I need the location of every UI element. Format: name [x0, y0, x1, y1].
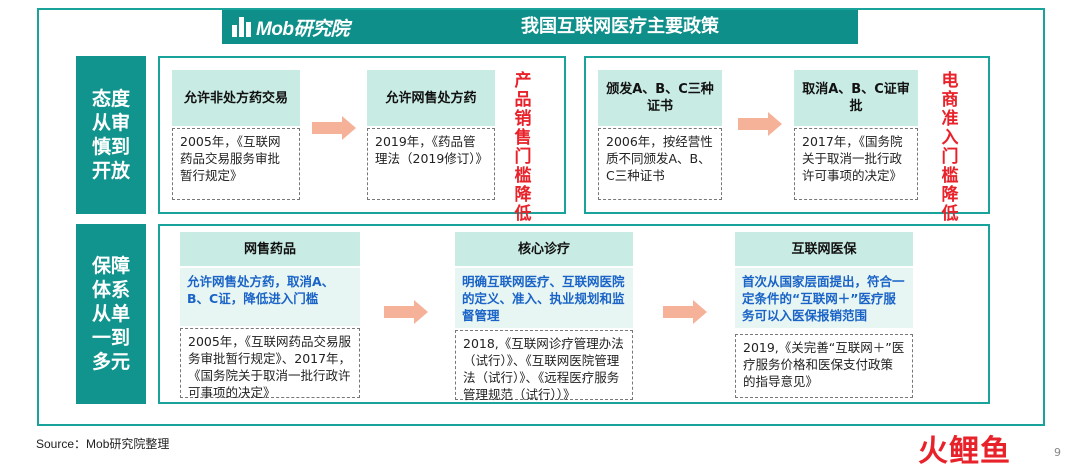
card-text-online-drugs: 2005年，《互联网药品交易服务审批暂行规定》、2017年，《国务院关于取消一批… [180, 328, 360, 400]
page-number: 9 [1054, 446, 1061, 459]
arrow-right-icon [384, 300, 428, 324]
card-text-rx: 2019年，《药品管理法（2019修订）》 [367, 128, 495, 200]
mob-logo: Mob研究院 [232, 14, 350, 40]
arrow-right-icon [738, 112, 782, 136]
side-note-product: 产品销售门槛降低 [514, 71, 532, 224]
card-title-abc-cert: 颁发A、B、C三种证书 [598, 70, 722, 126]
card-title-otc: 允许非处方药交易 [172, 70, 300, 126]
card-text-otc: 2005年，《互联网药品交易服务审批暂行规定》 [172, 128, 300, 200]
card-text-abc-cert: 2006年，按经营性质不同颁发A、B、C三种证书 [598, 128, 722, 200]
card-title-core-diagnosis: 核心诊疗 [455, 232, 633, 266]
card-text-internet-insurance: 2019,《关完善“互联网＋”医疗服务价格和医保支付政策的指导意见》 [735, 334, 913, 398]
arrow-right-icon [663, 300, 707, 324]
header-bar [222, 10, 858, 44]
card-highlight-core-diagnosis: 明确互联网医疗、互联网医院的定义、准入、执业规划和监督管理 [455, 268, 633, 328]
card-title-cancel-abc: 取消A、B、C证审批 [794, 70, 918, 126]
brand-watermark: 火鲤鱼 [918, 434, 1011, 469]
source-note: Source：Mob研究院整理 [36, 437, 170, 451]
card-highlight-online-drugs: 允许网售处方药，取消A、B、C证，降低进入门槛 [180, 268, 360, 326]
card-title-rx: 允许网售处方药 [367, 70, 495, 126]
building-icon [232, 17, 252, 37]
card-text-cancel-abc: 2017年，《国务院关于取消一批行政许可事项的决定》 [794, 128, 918, 200]
side-note-ecommerce: 电商准入门槛降低 [941, 71, 959, 224]
card-highlight-internet-insurance: 首次从国家层面提出，符合一定条件的“互联网＋”医疗服务可以入医保报销范围 [735, 268, 913, 328]
card-text-core-diagnosis: 2018,《互联网诊疗管理办法（试行）》、《互联网医院管理法（试行）》、《远程医… [455, 330, 633, 402]
section-label-attitude: 态度从审慎到开放 [76, 56, 146, 214]
page-title: 我国互联网医疗主要政策 [521, 16, 719, 37]
card-title-internet-insurance: 互联网医保 [735, 232, 913, 266]
card-title-online-drugs: 网售药品 [180, 232, 360, 266]
logo-text: Mob研究院 [256, 18, 350, 40]
arrow-right-icon [312, 116, 356, 140]
section-label-security: 保障体系从单一到多元 [76, 224, 146, 404]
